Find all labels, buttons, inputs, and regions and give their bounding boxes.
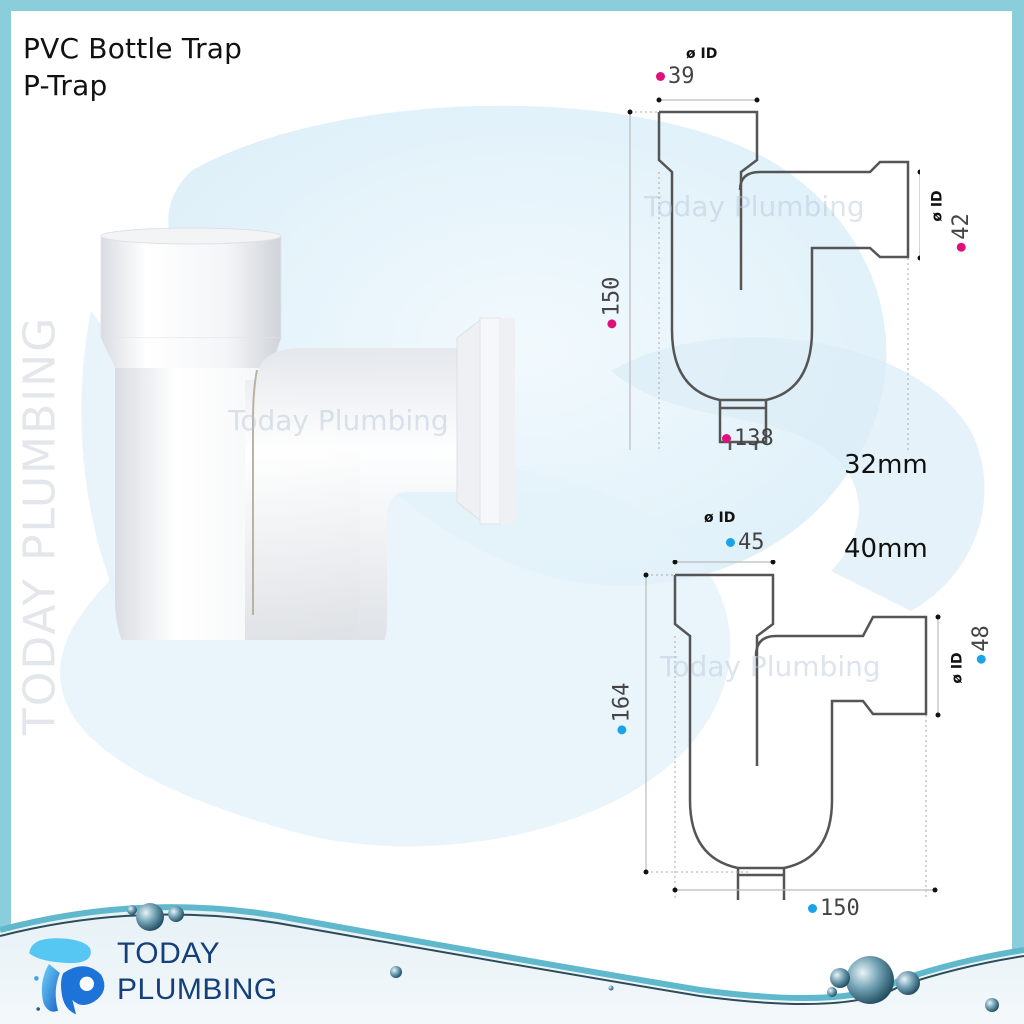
- magenta-marker-dot: [607, 319, 617, 329]
- size-label-32mm: 32mm: [844, 450, 928, 480]
- diagram-32mm-inlet-id-label: ø ID: [686, 46, 718, 62]
- brand-line-2: PLUMBING: [117, 973, 278, 1006]
- background-swirl: [60, 105, 985, 847]
- diagram-40mm-inlet-id-label: ø ID: [704, 510, 736, 526]
- diagram-40mm-inlet-diameter: 45: [726, 530, 765, 555]
- title-line-1: PVC Bottle Trap: [23, 32, 243, 65]
- water-wave-footer: [0, 903, 1024, 1024]
- blue-marker-dot: [617, 725, 627, 735]
- diagram-40mm-outlet-diameter: 48: [969, 625, 994, 664]
- magenta-marker-dot: [956, 242, 966, 252]
- product-card: [11, 11, 1012, 1024]
- bubble-icon: [136, 903, 164, 931]
- diagram-40mm-height: 164: [609, 683, 634, 735]
- diagram-40mm-width-line: [672, 887, 938, 893]
- today-plumbing-logo-icon: [29, 938, 105, 1015]
- product-photo: [100, 227, 515, 640]
- magenta-marker-dot: [722, 434, 731, 443]
- brand-name: TODAY PLUMBING: [117, 936, 278, 1008]
- blue-marker-dot: [808, 904, 817, 913]
- diagram-40mm-width: 150: [808, 896, 860, 921]
- blue-marker-dot: [976, 654, 986, 664]
- diagram-32mm-inlet-diameter: 39: [656, 64, 695, 89]
- diagram-32mm-outlet-id-label: ø ID: [929, 190, 946, 222]
- brand-line-1: TODAY: [117, 937, 221, 970]
- diagram-32mm-height: 150: [599, 277, 624, 329]
- size-label-40mm: 40mm: [844, 534, 928, 564]
- diagram-40mm: [643, 560, 941, 900]
- diagram-32mm-outlet-diameter: 42: [949, 213, 974, 252]
- diagram-32mm-watermark: Today Plumbing: [644, 190, 865, 223]
- title-line-2: P-Trap: [23, 69, 108, 102]
- diagram-40mm-outlet-id-label: ø ID: [949, 652, 966, 684]
- photo-watermark: Today Plumbing: [228, 404, 449, 437]
- diagram-32mm-width: 138: [722, 426, 774, 451]
- blue-marker-dot: [726, 538, 735, 547]
- diagram-32mm: [627, 97, 920, 450]
- product-title: PVC Bottle Trap P-Trap: [23, 30, 242, 104]
- magenta-marker-dot: [656, 72, 665, 81]
- vertical-watermark: TODAY PLUMBING: [14, 315, 66, 736]
- diagram-40mm-watermark: Today Plumbing: [660, 650, 881, 683]
